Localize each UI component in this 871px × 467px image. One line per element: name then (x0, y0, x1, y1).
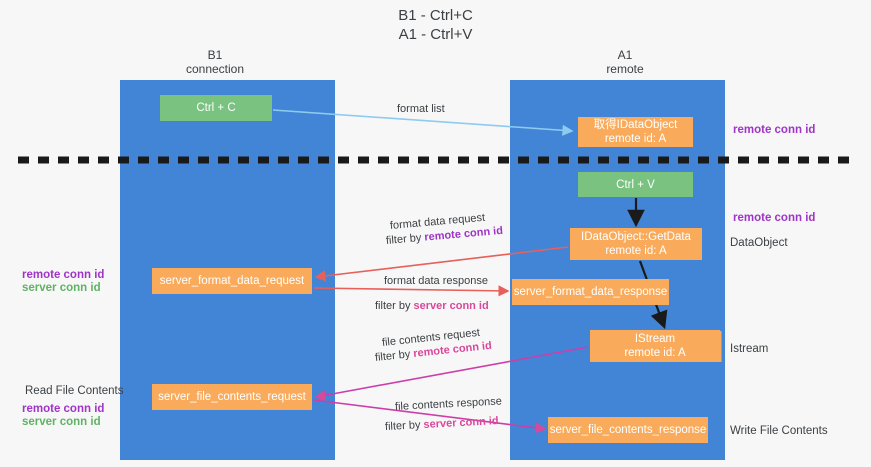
edge-label-file-contents-response-text: file contents response (394, 395, 503, 413)
edge-filter-file-contents-request-prefix: filter by (374, 348, 414, 364)
column-header-a1: A1 remote (555, 48, 695, 76)
annotation-left-server-conn-id: server conn id (22, 282, 101, 294)
edge-label-format-data-response-text: format data response (384, 275, 488, 287)
edge-label-format-list: format list (397, 102, 445, 116)
node-idataobject-getdata[interactable]: IDataObject::GetData remote id: A (570, 228, 702, 260)
node-istream[interactable]: IStream remote id: A (590, 330, 720, 362)
node-server-file-contents-response-label: server_file_contents_response (549, 424, 707, 436)
title-line-2: A1 - Ctrl+V (398, 26, 473, 43)
node-ctrl-v-label: Ctrl + V (616, 178, 655, 191)
arrow-format-data-response (313, 285, 510, 297)
annotation-right-remote-conn-id-mid: remote conn id (733, 212, 816, 224)
edge-filter-format-data-response-key: server conn id (413, 300, 489, 312)
node-get-idataobject-line1: 取得IDataObject (593, 119, 678, 131)
edge-filter-file-contents-response: filter by server conn id (385, 414, 499, 434)
node-idataobject-getdata-line2: remote id: A (605, 245, 667, 257)
edge-label-format-data-response: format data response (384, 274, 488, 288)
node-istream-line2: remote id: A (624, 347, 686, 359)
annotation-right-remote-conn-id-top: remote conn id (733, 124, 816, 136)
edge-filter-file-contents-response-key: server conn id (423, 415, 499, 431)
node-server-format-data-response-label: server_format_data_response (513, 286, 668, 298)
annotation-right-write-file-contents: Write File Contents (730, 425, 828, 437)
annotation-left-remote-conn-id-2: remote conn id (22, 403, 105, 415)
node-get-idataobject-line2: remote id: A (604, 133, 667, 145)
title-line-1: B1 - Ctrl+C (398, 7, 473, 24)
annotation-left-read-file-contents: Read File Contents (25, 385, 124, 397)
node-server-format-data-request[interactable]: server_format_data_request (152, 268, 312, 294)
edge-filter-file-contents-response-prefix: filter by (384, 418, 424, 433)
node-server-format-data-response[interactable]: server_format_data_response (512, 279, 669, 305)
annotation-left-server-conn-id-2: server conn id (22, 416, 101, 428)
edge-filter-format-data-response: filter by server conn id (375, 299, 489, 313)
edge-filter-format-data-request-prefix: filter by (385, 231, 425, 247)
column-header-a1-name: A1 (617, 48, 633, 62)
node-server-file-contents-request-label: server_file_contents_request (158, 391, 306, 403)
column-header-b1-name: B1 (207, 48, 223, 62)
column-header-b1-role: connection (185, 62, 245, 76)
node-ctrl-c-label: Ctrl + C (196, 102, 236, 114)
column-header-b1: B1 connection (155, 48, 275, 76)
node-server-format-data-request-label: server_format_data_request (159, 275, 305, 287)
column-header-a1-role: remote (606, 62, 644, 76)
annotation-left-remote-conn-id: remote conn id (22, 269, 105, 281)
edge-filter-format-data-response-prefix: filter by (375, 300, 414, 312)
node-idataobject-getdata-line1: IDataObject::GetData (581, 231, 691, 243)
annotation-right-dataobject: DataObject (730, 237, 788, 249)
node-server-file-contents-request[interactable]: server_file_contents_request (152, 384, 312, 410)
annotation-right-istream: Istream (730, 343, 769, 355)
node-get-idataobject[interactable]: 取得IDataObject remote id: A (578, 117, 693, 147)
node-istream-line1: IStream (634, 333, 676, 345)
edge-label-file-contents-response: file contents response (395, 394, 503, 414)
edge-label-format-list-text: format list (397, 103, 445, 115)
node-ctrl-v[interactable]: Ctrl + V (578, 172, 693, 197)
node-server-file-contents-response[interactable]: server_file_contents_response (548, 417, 708, 443)
node-ctrl-c[interactable]: Ctrl + C (160, 95, 272, 121)
page-title: B1 - Ctrl+C A1 - Ctrl+V (0, 6, 871, 44)
